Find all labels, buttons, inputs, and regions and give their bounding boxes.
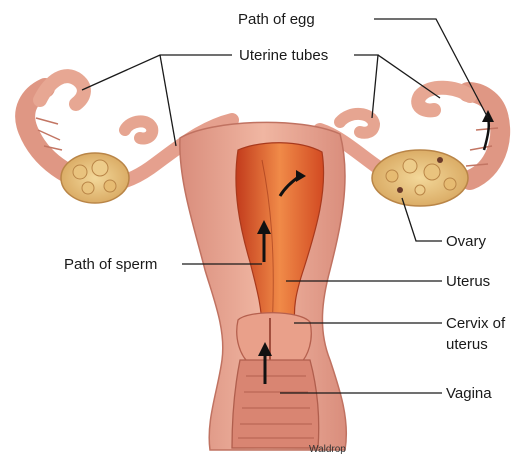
label-cervix-line1: Cervix of [446, 315, 506, 332]
label-uterus: Uterus [446, 273, 490, 290]
cervix [237, 313, 312, 364]
artist-credit: Waldrop [309, 444, 346, 455]
vagina [232, 360, 319, 448]
label-ovary: Ovary [446, 233, 487, 250]
label-path-of-sperm: Path of sperm [64, 256, 157, 273]
left-ovary [61, 153, 129, 203]
right-small-tube-loop [340, 114, 374, 133]
label-uterine-tubes: Uterine tubes [239, 47, 328, 64]
right-ovary [372, 150, 468, 206]
left-small-tube-loop [125, 121, 152, 138]
label-cervix-line2: uterus [446, 336, 488, 353]
label-path-of-egg: Path of egg [238, 11, 315, 28]
label-vagina: Vagina [446, 385, 492, 402]
